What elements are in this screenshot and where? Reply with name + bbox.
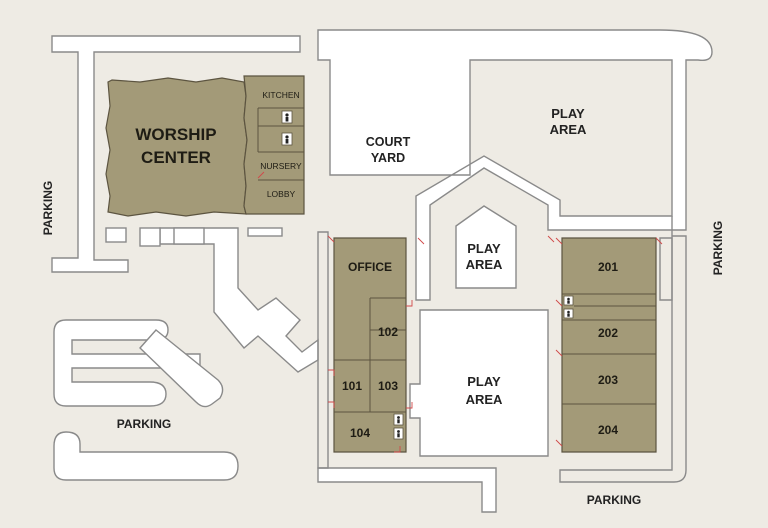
room-201-label: 201 — [598, 260, 618, 274]
parking-label-east: PARKING — [711, 221, 725, 275]
play-area-small-label-line1: PLAY — [467, 241, 501, 256]
room-104-label: 104 — [350, 426, 370, 440]
worship-label-line1: WORSHIP — [135, 125, 216, 144]
restroom-icon — [393, 427, 404, 440]
play-area-center-label-line2: AREA — [466, 392, 503, 407]
parking-label-west: PARKING — [41, 181, 55, 235]
site-outline — [51, 29, 713, 513]
door-markers — [328, 300, 413, 453]
diagonal-walkway — [159, 227, 319, 373]
room-202-label: 202 — [598, 326, 618, 340]
planter-1 — [105, 227, 127, 243]
east-walkway — [559, 216, 687, 483]
worship-center-building: WORSHIP CENTER KITCHEN NURSERY LOBBY — [105, 75, 305, 217]
planter-4 — [247, 227, 283, 237]
lobby-label: LOBBY — [267, 189, 296, 199]
worship-label-line2: CENTER — [141, 148, 211, 167]
worship-center — [105, 77, 248, 217]
parking-island-lower — [53, 431, 239, 481]
south-walkway — [317, 467, 497, 513]
room-203-label: 203 — [598, 373, 618, 387]
play-area-north-label-line2: AREA — [550, 122, 587, 137]
north-west-walkway — [51, 35, 301, 273]
office-label: OFFICE — [348, 260, 392, 274]
classroom-building: 201 202 203 204 — [555, 237, 663, 453]
courtyard-label-line2: YARD — [371, 151, 405, 165]
office-building: OFFICE 102 101 103 104 — [328, 237, 413, 453]
room-204-label: 204 — [598, 423, 618, 437]
classroom-block — [561, 237, 657, 453]
room-103-label: 103 — [378, 379, 398, 393]
parking-label-southwest: PARKING — [117, 417, 171, 431]
room-102-label: 102 — [378, 325, 398, 339]
kitchen-label: KITCHEN — [262, 90, 299, 100]
play-area-center-label-line1: PLAY — [467, 374, 501, 389]
east-wall-segment — [659, 237, 673, 301]
restroom-icon — [281, 110, 293, 124]
area-labels: COURT YARD PLAY AREA PLAY AREA PLAY AREA — [366, 106, 587, 407]
play-area-small — [455, 205, 517, 289]
restroom-icon — [563, 295, 574, 306]
room-101-label: 101 — [342, 379, 362, 393]
parking-label-south: PARKING — [587, 493, 641, 507]
parking-labels: PARKING PARKING PARKING PARKING — [41, 181, 725, 507]
play-area-small-label-line2: AREA — [466, 257, 503, 272]
parking-island-diagonal — [139, 329, 224, 408]
restroom-icon — [281, 132, 293, 146]
planter-2 — [139, 227, 161, 247]
play-area-center — [409, 309, 549, 457]
planter-3 — [173, 227, 205, 245]
parking-lot-shapes — [53, 319, 239, 481]
door-markers — [555, 237, 663, 447]
courtyard-label-line1: COURT — [366, 135, 411, 149]
nursery-label: NURSERY — [260, 161, 302, 171]
west-corridor-wall — [317, 231, 329, 469]
restroom-icon — [563, 308, 574, 319]
restroom-icon — [393, 413, 404, 426]
play-area-north-label-line1: PLAY — [551, 106, 585, 121]
open-areas — [409, 205, 549, 457]
door-markers — [257, 171, 555, 245]
